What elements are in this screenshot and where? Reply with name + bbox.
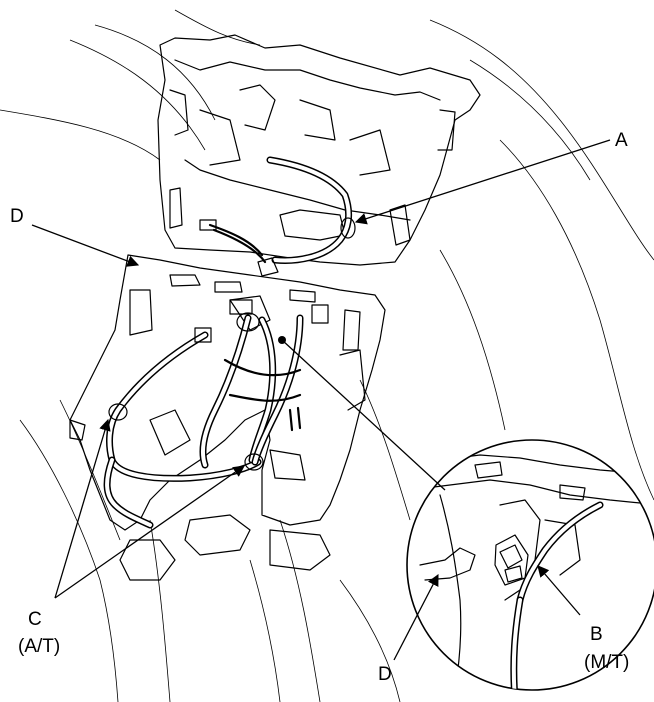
- grommet-c-right-icon: [244, 453, 264, 471]
- lower-console-frame: [69, 254, 386, 581]
- arrow-c-right: [54, 465, 245, 599]
- arrow-c-left: [54, 418, 111, 599]
- detail-leader-line: [281, 339, 446, 491]
- grommet-a-icon: [340, 217, 356, 239]
- grommet-icon: [236, 312, 260, 332]
- connector-icon: [199, 219, 217, 231]
- callout-arrows: [31, 139, 611, 661]
- connector-icon: [229, 299, 253, 315]
- connector-icon: [311, 304, 329, 324]
- label-b: B: [590, 624, 603, 645]
- callout-labels: A D C (A/T) D B (M/T): [10, 130, 629, 685]
- detail-origin-dot: [278, 336, 286, 344]
- harness-a: [199, 156, 356, 277]
- label-d-detail: D: [378, 664, 392, 685]
- arrow-a: [354, 139, 611, 225]
- label-c-sub: (A/T): [18, 636, 60, 657]
- label-a: A: [615, 130, 628, 151]
- clip-icon: [257, 257, 279, 277]
- label-c: C: [28, 609, 42, 630]
- arrow-d-left: [31, 224, 140, 267]
- grommet-c-left-icon: [108, 403, 128, 421]
- detail-view: [406, 439, 654, 691]
- upper-console-frame: [157, 34, 481, 266]
- label-b-sub: (M/T): [584, 652, 629, 673]
- connector-b-icon: [494, 534, 529, 586]
- vehicle-body-contours: [0, 9, 654, 702]
- harness-c: [103, 299, 329, 529]
- label-d-left: D: [10, 206, 24, 227]
- arrow-b: [537, 565, 581, 616]
- arrow-d-detail: [393, 573, 439, 661]
- connector-icon: [194, 327, 212, 343]
